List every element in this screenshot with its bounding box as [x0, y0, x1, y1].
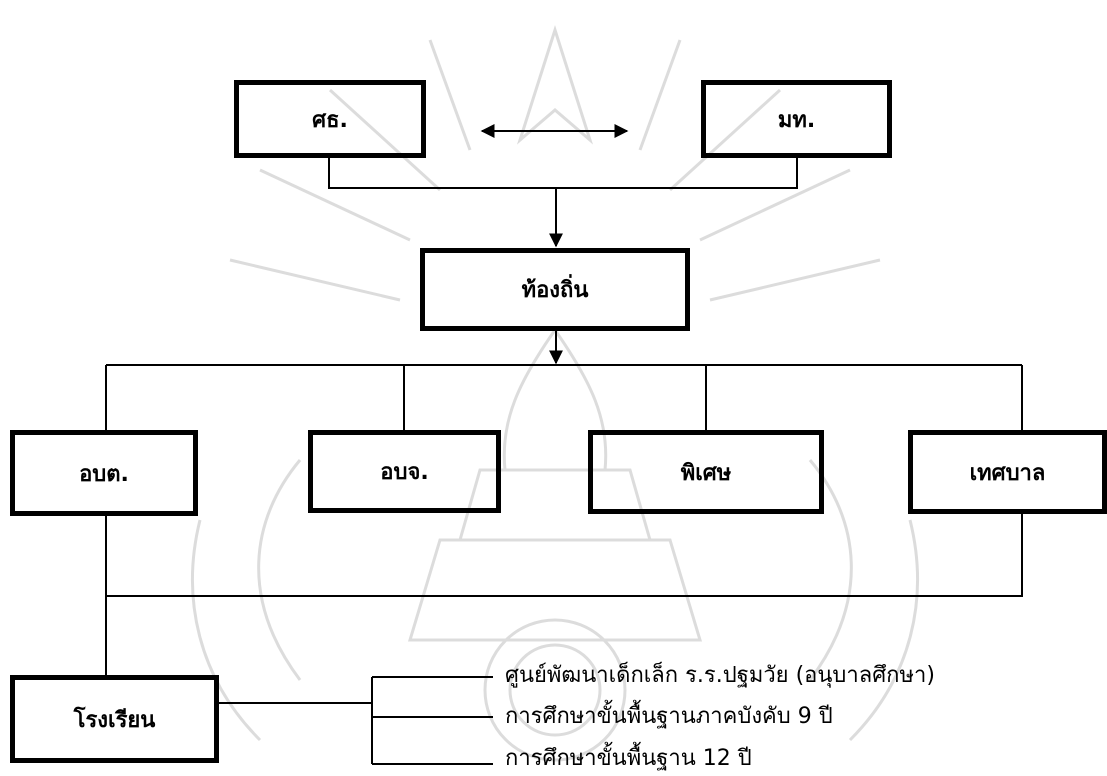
box-obj-label: อบจ. — [380, 460, 429, 485]
box-obt: อบต. — [10, 430, 198, 516]
school-level-early-childhood: ศูนย์พัฒนาเด็กเล็ก ร.ร.ปฐมวัย (อนุบาลศึก… — [505, 663, 935, 688]
box-obt-label: อบต. — [79, 461, 129, 487]
box-municipality-label: เทศบาล — [969, 460, 1046, 486]
box-school: โรงเรียน — [10, 675, 219, 763]
lower-collect-line — [106, 514, 1023, 597]
box-special: พิเศษ — [588, 430, 824, 514]
box-municipality: เทศบาล — [908, 430, 1107, 514]
box-school-label: โรงเรียน — [73, 707, 156, 733]
box-sor: ศธ. — [234, 80, 426, 158]
box-obj: อบจ. — [308, 430, 501, 513]
box-mor-label: มท. — [777, 107, 816, 133]
box-local-label: ท้องถิ่น — [521, 278, 589, 303]
top-bracket — [328, 158, 798, 189]
school-level-basic-12: การศึกษาขั้นพื้นฐาน 12 ปี — [505, 746, 752, 771]
box-sor-label: ศธ. — [312, 107, 348, 133]
box-special-label: พิเศษ — [680, 460, 732, 486]
school-level-compulsory-9: การศึกษาขั้นพื้นฐานภาคบังคับ 9 ปี — [505, 704, 833, 729]
box-local: ท้องถิ่น — [420, 248, 690, 331]
box-mor: มท. — [701, 80, 892, 158]
